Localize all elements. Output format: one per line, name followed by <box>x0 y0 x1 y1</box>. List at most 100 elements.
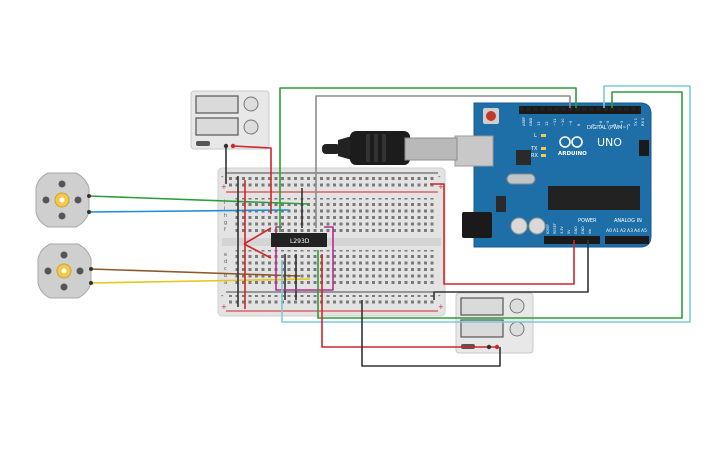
row-letters-left: j i h g f e d c b a <box>223 199 227 286</box>
l293d-chip[interactable]: L293D <box>271 233 327 247</box>
motor-hole <box>74 196 82 204</box>
battery-cell <box>195 117 239 136</box>
header-label-gnd: GND <box>529 118 533 126</box>
row-letter: c <box>224 266 227 272</box>
wire-yellow-motor-b[interactable] <box>90 278 311 284</box>
digital-pwm-label: DIGITAL (PWM~) <box>587 125 629 131</box>
analog-header <box>605 236 649 244</box>
wire-brown-motor-b[interactable] <box>90 268 301 277</box>
dc-motor-bottom[interactable] <box>37 243 92 299</box>
digital-pin-label: 4 <box>613 123 617 126</box>
label-tx: TX <box>530 146 538 152</box>
digital-pin-label: 7 <box>592 124 596 126</box>
power-pin-label: RESET <box>553 222 557 234</box>
rail-plus-bottom-right: + <box>438 303 444 311</box>
arduino-uno-board[interactable]: L TX RX ARDUINO UNO DIGITAL (PWM~) POWER… <box>454 102 652 248</box>
wire-red-diagonal-b[interactable] <box>243 243 272 259</box>
rail-plus-top-left: + <box>221 183 227 191</box>
digital-pin-label: ~5 <box>606 121 610 126</box>
row-letter: e <box>224 252 227 258</box>
capacitor <box>528 217 546 235</box>
row-letter: g <box>224 220 227 226</box>
row-letter: f <box>224 227 226 233</box>
motor-hole <box>42 196 50 204</box>
wire-red-battery-bottom[interactable] <box>321 254 497 348</box>
battery-pack-top[interactable] <box>190 90 270 150</box>
motor-hole <box>76 267 84 275</box>
rail-plus-bottom-left: + <box>221 303 227 311</box>
analog-pin-label: A0 <box>606 228 612 234</box>
wire-green-top[interactable] <box>279 87 577 232</box>
digital-pin-label: 2 <box>627 124 631 126</box>
row-letter: a <box>224 280 227 286</box>
power-pin-label: IOREF <box>546 224 550 234</box>
motor-hole <box>58 212 66 220</box>
rail-minus-bottom-right: - <box>438 292 441 300</box>
digital-pin-label: ~3 <box>620 121 624 126</box>
wire-cyan-d9[interactable] <box>281 85 691 323</box>
analog-pin-label: A3 <box>627 228 633 234</box>
wire-black-gnd[interactable] <box>433 240 589 300</box>
row-letter: d <box>224 259 227 265</box>
digital-pin-label: ~11 <box>553 118 557 126</box>
led-rx <box>541 154 546 157</box>
analog-pin-label: A1 <box>613 228 619 234</box>
motor-hole <box>58 180 66 188</box>
digital-pin-label: 8 <box>577 123 581 126</box>
battery-cell <box>460 319 504 338</box>
row-letter: j <box>223 199 225 205</box>
row-letter: h <box>224 213 227 219</box>
row-letter: i <box>224 206 225 212</box>
battery-connector <box>196 141 210 146</box>
usb-port <box>454 135 494 167</box>
power-pin-labels: IOREF RESET 3.3V 5V GND GND Vin <box>546 222 592 234</box>
digital-pin-label: ~6 <box>599 120 603 126</box>
wire-green-d10[interactable] <box>317 91 683 319</box>
battery-cell <box>460 297 504 316</box>
wire-black-battery-bottom[interactable] <box>361 300 501 367</box>
dc-motor-top[interactable] <box>35 172 90 228</box>
digital-pin-label: 13 <box>537 121 541 126</box>
reset-button-cap[interactable] <box>486 111 496 121</box>
icsp-header <box>639 140 649 156</box>
crystal <box>506 173 536 185</box>
wire-red-5v[interactable] <box>430 183 575 285</box>
brand-label: ARDUINO <box>558 151 587 157</box>
wire-gray-d11[interactable] <box>315 95 571 228</box>
digital-pin-label: 12 <box>545 121 549 126</box>
digital-pin-label: ~9 <box>569 120 573 126</box>
led-l <box>541 134 546 137</box>
analog-pin-label: A4 <box>634 228 640 234</box>
capacitor <box>510 217 528 235</box>
battery-cell <box>195 95 239 114</box>
wire-blue-motor-a[interactable] <box>88 209 290 213</box>
wire-red-battery-top[interactable] <box>232 145 272 214</box>
battery-cap <box>509 321 525 337</box>
battery-cap <box>509 298 525 314</box>
power-jack <box>462 212 492 238</box>
usb-chip <box>516 150 531 165</box>
wire-magenta-loop[interactable] <box>275 226 334 291</box>
digital-pin-label: RX 0 <box>641 117 645 126</box>
wire-endpoints <box>87 143 500 350</box>
power-header <box>544 236 600 244</box>
analog-pin-label: A5 <box>641 228 647 234</box>
ic-label: L293D <box>290 238 310 245</box>
battery-cap <box>243 96 259 112</box>
motor-hole <box>60 283 68 291</box>
rail-minus-top-right: - <box>438 173 441 181</box>
digital-pin-label: TX 1 <box>634 118 638 127</box>
power-pin-label: GND <box>574 226 578 234</box>
battery-pack-bottom[interactable] <box>455 292 534 354</box>
analog-pin-label: A2 <box>620 228 626 234</box>
wire-green-motor-a[interactable] <box>88 195 310 205</box>
usb-cable <box>322 131 458 165</box>
power-pin-label: GND <box>581 226 585 234</box>
breadboard: + - + - + - + - j i h g f e d c b a <box>217 167 446 317</box>
atmega-chip <box>548 186 640 210</box>
power-pin-label: 5V <box>567 229 571 234</box>
model-label: UNO <box>597 136 622 149</box>
wires <box>88 85 691 367</box>
wire-red-diagonal-a[interactable] <box>243 227 272 245</box>
